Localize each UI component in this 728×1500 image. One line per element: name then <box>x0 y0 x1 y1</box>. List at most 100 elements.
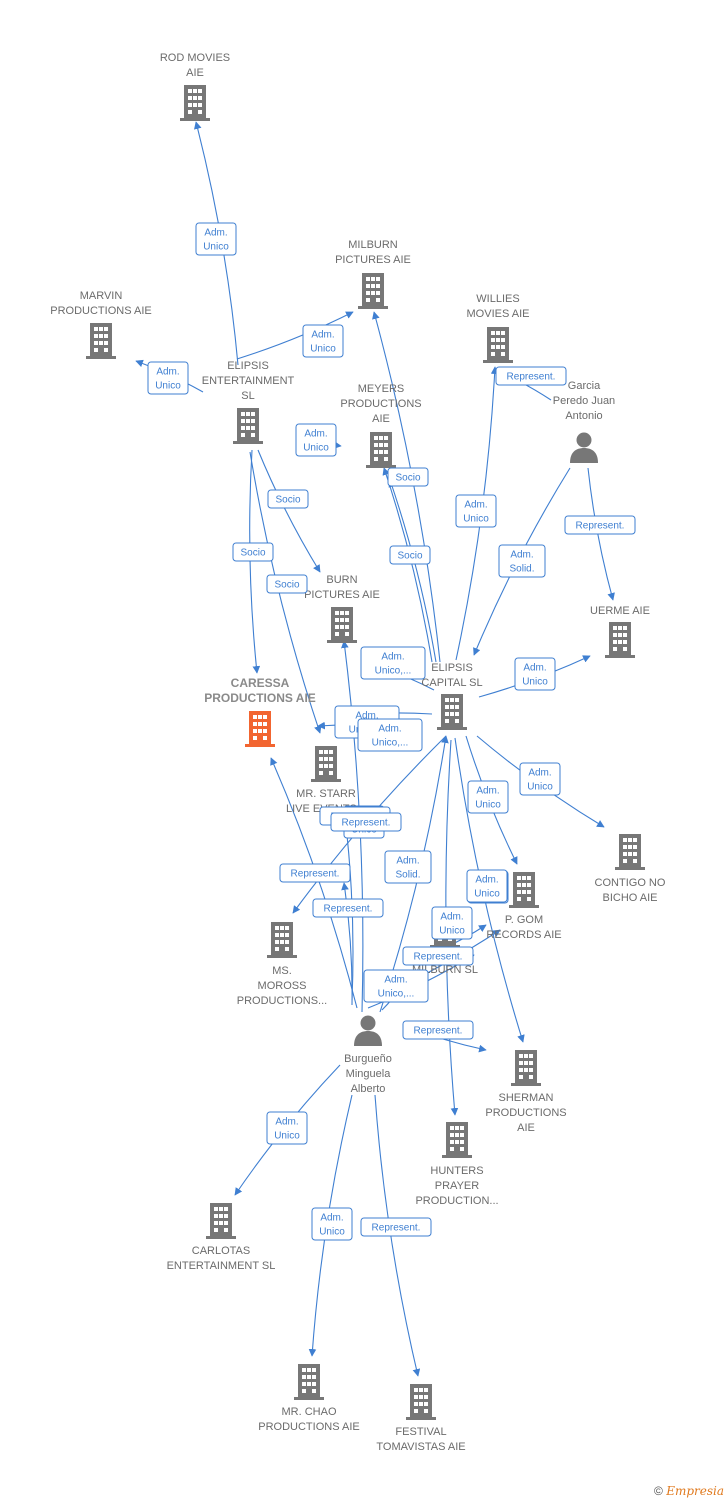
edge-label-box[interactable] <box>195 222 237 256</box>
node-uerme[interactable]: UERME AIE <box>590 605 650 658</box>
edge-label-box[interactable] <box>466 869 508 903</box>
edge-label[interactable]: Represent. <box>495 366 567 386</box>
building-icon[interactable] <box>366 432 396 468</box>
edge-label-box[interactable] <box>147 361 189 395</box>
edge-label[interactable]: Adm.Unico,... <box>357 718 423 752</box>
edge-label[interactable]: Represent. <box>402 1020 474 1040</box>
edge-label-box[interactable] <box>302 324 344 358</box>
building-icon[interactable] <box>406 1384 436 1420</box>
edge-label[interactable]: Socio <box>266 574 308 594</box>
edge-label-box[interactable] <box>295 423 337 457</box>
building-icon[interactable] <box>245 711 275 747</box>
edge-label-box[interactable] <box>267 489 309 509</box>
edge-label[interactable]: Socio <box>389 545 431 565</box>
edge-label[interactable]: Adm.Unico <box>147 361 189 395</box>
edge-label-box[interactable] <box>384 850 432 884</box>
edge-label[interactable]: Socio <box>232 542 274 562</box>
edge-label-box[interactable] <box>357 718 423 752</box>
building-icon[interactable] <box>327 607 357 643</box>
building-icon[interactable] <box>605 622 635 658</box>
edge-label-box[interactable] <box>266 574 308 594</box>
edge-label[interactable]: Adm.Unico <box>431 906 473 940</box>
person-icon[interactable] <box>570 432 598 464</box>
edge-label[interactable]: Adm.Unico <box>514 657 556 691</box>
edge-label[interactable]: Adm.Unico <box>467 780 509 814</box>
node-hunters[interactable]: HUNTERSPRAYERPRODUCTION... <box>415 1122 499 1207</box>
edge-label-box[interactable] <box>311 1207 353 1241</box>
edge-label[interactable]: Adm.Unico <box>266 1111 308 1145</box>
edge-label[interactable]: Socio <box>267 489 309 509</box>
edge-label-box[interactable] <box>360 1217 432 1237</box>
edge-label-box[interactable] <box>312 898 384 918</box>
edge-label-box[interactable] <box>514 657 556 691</box>
building-icon[interactable] <box>311 746 341 782</box>
edge-label[interactable]: Represent. <box>312 898 384 918</box>
edge-label-box[interactable] <box>363 969 429 1003</box>
edge-label-box[interactable] <box>402 1020 474 1040</box>
building-icon[interactable] <box>358 273 388 309</box>
edge-label-box[interactable] <box>232 542 274 562</box>
edge-label-box[interactable] <box>519 762 561 796</box>
edge-label[interactable]: Adm.Unico,... <box>360 646 426 680</box>
edge-label-box[interactable] <box>266 1111 308 1145</box>
edge-label-box[interactable] <box>360 646 426 680</box>
node-moross[interactable]: MS.MOROSSPRODUCTIONS... <box>237 922 327 1007</box>
edge-label[interactable]: Socio <box>387 467 429 487</box>
edge-label-box[interactable] <box>564 515 636 535</box>
edge-label-box[interactable] <box>431 906 473 940</box>
building-icon[interactable] <box>615 834 645 870</box>
building-icon[interactable] <box>509 872 539 908</box>
edge-label[interactable]: Represent. <box>360 1217 432 1237</box>
edge-label[interactable]: Adm.Unico <box>519 762 561 796</box>
edge-label-box[interactable] <box>498 544 546 578</box>
edge-label-box[interactable] <box>389 545 431 565</box>
building-icon[interactable] <box>294 1364 324 1400</box>
building-icon[interactable] <box>267 922 297 958</box>
building-icon[interactable] <box>233 408 263 444</box>
building-icon[interactable] <box>511 1050 541 1086</box>
edge-label-box[interactable] <box>495 366 567 386</box>
edge-label-box[interactable] <box>387 467 429 487</box>
building-icon[interactable] <box>442 1122 472 1158</box>
edge-label[interactable]: Adm.Unico <box>455 494 497 528</box>
edge-label[interactable]: Represent. <box>564 515 636 535</box>
building-icon[interactable] <box>86 323 116 359</box>
edge-label[interactable]: Represent. <box>402 946 474 966</box>
edge-label[interactable]: Adm.Unico,... <box>363 969 429 1003</box>
edge-label[interactable]: Adm.Solid. <box>384 850 432 884</box>
building-icon[interactable] <box>437 694 467 730</box>
building-icon[interactable] <box>180 85 210 121</box>
edge-label-box[interactable] <box>467 780 509 814</box>
person-icon[interactable] <box>354 1015 382 1047</box>
brand-logo[interactable]: Empresia <box>666 1484 724 1498</box>
edge-label[interactable]: Adm.Unico <box>295 423 337 457</box>
edge-label[interactable]: Adm.Solid. <box>498 544 546 578</box>
edge-label[interactable]: Adm.Unico <box>302 324 344 358</box>
edge-label-box[interactable] <box>402 946 474 966</box>
edge-label[interactable]: Represent. <box>279 863 351 883</box>
edge-label[interactable]: Represent. <box>330 812 402 832</box>
edge-label-box[interactable] <box>279 863 351 883</box>
edge-label-box[interactable] <box>455 494 497 528</box>
edge-label[interactable]: Adm.Unico <box>466 869 508 903</box>
building-icon[interactable] <box>206 1203 236 1239</box>
edge-label[interactable]: Adm.Unico <box>311 1207 353 1241</box>
edge-label-box[interactable] <box>330 812 402 832</box>
